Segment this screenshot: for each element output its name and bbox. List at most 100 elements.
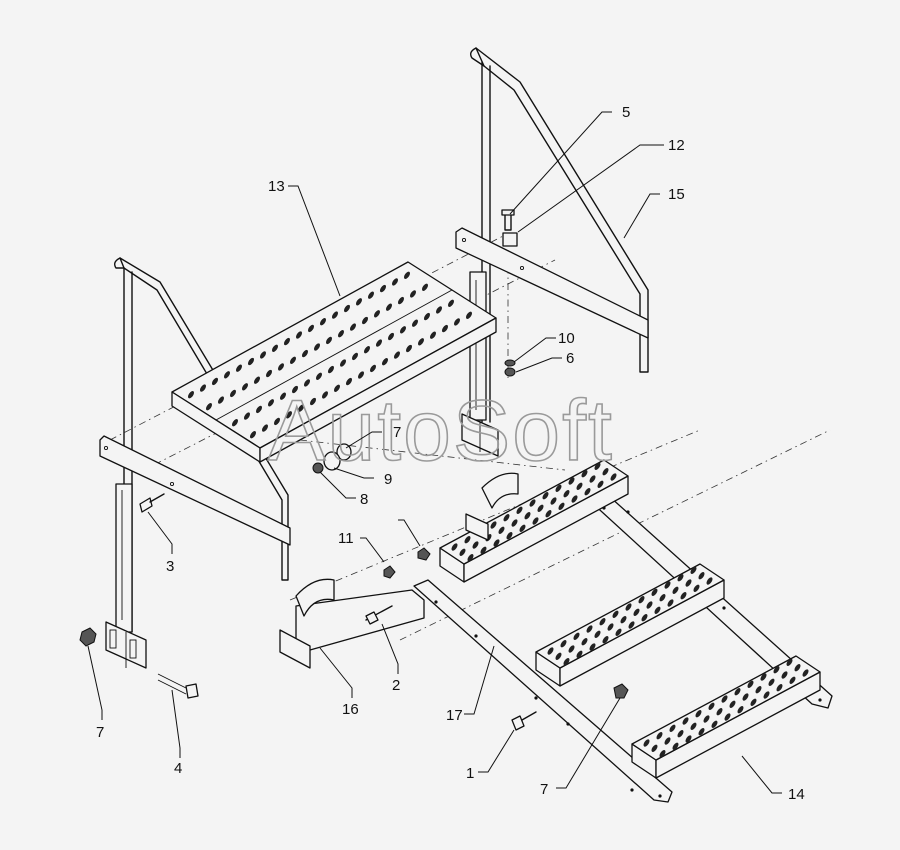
callout-2: 2 [392, 677, 400, 694]
callout-12: 12 [668, 137, 685, 154]
tread-slot [664, 581, 671, 589]
tread-slot [737, 706, 744, 714]
bolt-2 [365, 611, 379, 625]
washer-9 [323, 451, 341, 471]
step-tread-2 [535, 563, 725, 687]
tread-slot [750, 698, 757, 706]
tread-slot [301, 349, 309, 358]
tread-slot [421, 283, 429, 291]
tread-slot [241, 383, 249, 391]
tread-slot [576, 650, 583, 658]
bolt-1 [511, 715, 525, 731]
tread-slot [742, 693, 749, 701]
tread-slot [659, 750, 666, 758]
tread-slot [703, 715, 710, 723]
tread-slot [309, 397, 317, 406]
callout-7-stair: 7 [540, 781, 548, 798]
tread-slot [417, 338, 425, 346]
tread-slot [690, 566, 697, 574]
tread-slot [620, 616, 627, 624]
tread-slot [755, 686, 762, 694]
tread-slot [573, 632, 580, 640]
tread-slot [199, 384, 207, 392]
tread-slot [656, 732, 663, 740]
tread-slot [586, 625, 593, 633]
tread-slot [279, 392, 287, 400]
tread-slot [249, 431, 257, 439]
callout-14: 14 [788, 786, 805, 803]
tread-slot [615, 628, 622, 636]
tread-slot [568, 645, 575, 653]
tread-slot [211, 377, 219, 386]
bolt-5 [504, 213, 512, 231]
nut-8 [312, 462, 324, 474]
tread-slot [568, 477, 575, 485]
spacer-12 [502, 232, 518, 247]
tread-slot [447, 299, 455, 307]
tread-slot [607, 623, 614, 631]
tread-slot [349, 323, 357, 331]
watermark: AutoSoft [268, 383, 614, 479]
tread-slot [734, 688, 741, 696]
tread-slot [651, 588, 658, 596]
tread-slot [265, 369, 273, 378]
tread-slot [325, 336, 333, 345]
tread-slot [532, 517, 539, 525]
callout-5: 5 [622, 104, 630, 121]
bracket-16 [279, 578, 425, 669]
tread-slot [654, 606, 661, 614]
tread-slot [651, 744, 658, 752]
tread-slot [610, 473, 617, 481]
saddle-16 [295, 578, 335, 617]
tread-slot [773, 666, 780, 674]
callout-7-nut: 7 [96, 724, 104, 741]
tread-slot [708, 702, 715, 710]
tread-slot [307, 324, 315, 333]
tread-slot [524, 512, 531, 520]
tread-slot [231, 419, 239, 427]
callout-7-washer: 7 [393, 424, 401, 441]
tread-slot [781, 671, 788, 679]
tread-slot [646, 601, 653, 609]
bolt-3 [139, 497, 153, 513]
washer-10 [504, 359, 516, 367]
nut-7-left [79, 627, 97, 647]
tread-slot [576, 482, 583, 490]
callout-1: 1 [466, 765, 474, 782]
tread-slot [519, 524, 526, 532]
tread-slot [547, 647, 554, 655]
tread-slot [441, 324, 449, 333]
callout-9: 9 [384, 471, 392, 488]
tread-slot [235, 364, 243, 372]
callout-13: 13 [268, 178, 285, 195]
tread-slot [435, 306, 443, 314]
tread-slot [677, 574, 684, 582]
tread-slot [589, 643, 596, 651]
tread-slot [253, 376, 261, 384]
tread-slot [747, 680, 754, 688]
tread-slot [667, 599, 674, 607]
callout-4: 4 [174, 760, 182, 777]
tread-slot [291, 385, 299, 394]
tread-slot [721, 695, 728, 703]
hardware-lower [383, 547, 629, 731]
tread-slot [345, 377, 353, 386]
tread-slot [602, 468, 609, 476]
tread-slot [285, 411, 293, 419]
tread-slot [537, 504, 544, 512]
tread-slot [724, 713, 731, 721]
tread-slot [255, 405, 263, 414]
platform-13 [171, 261, 497, 463]
tread-slot [695, 710, 702, 718]
tread-slot [459, 548, 466, 556]
tread-slot [711, 720, 718, 728]
tread-slot [467, 554, 474, 562]
tread-slot [355, 298, 363, 306]
tread-slot [776, 684, 783, 692]
callout-10: 10 [558, 330, 575, 347]
tread-slot [706, 577, 713, 585]
tread-slot [729, 700, 736, 708]
tread-slot [763, 691, 770, 699]
tread-slot [677, 730, 684, 738]
